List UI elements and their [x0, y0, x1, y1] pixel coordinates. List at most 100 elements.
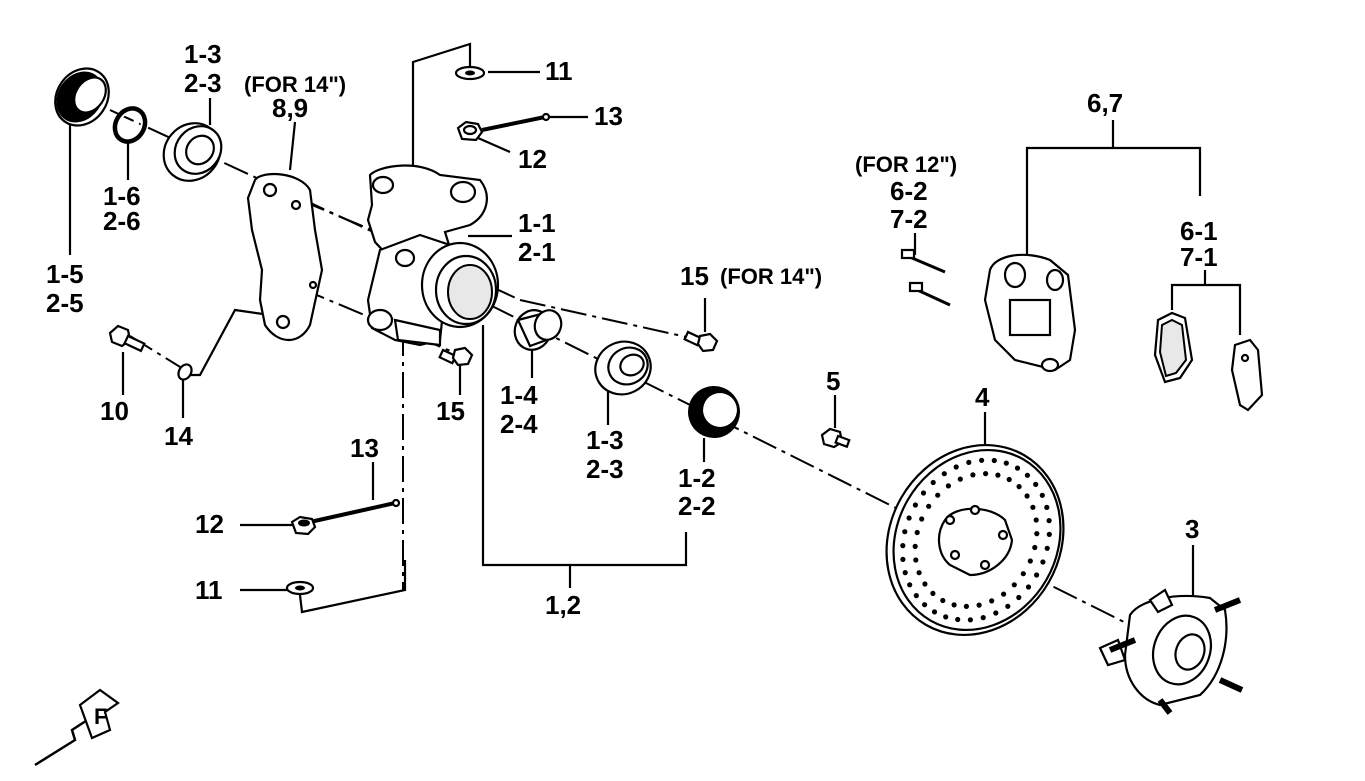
disc-vent-hole	[1020, 571, 1026, 577]
disc-vent-hole	[1027, 558, 1033, 564]
label-7-2: 7-2	[890, 204, 928, 234]
disc-vent-hole	[940, 597, 946, 604]
label-1-2-group: 1,2	[545, 590, 581, 620]
disc-vent-hole	[1032, 544, 1038, 551]
disc-vent-hole	[1006, 476, 1012, 483]
label-11-bottom: 11	[195, 575, 223, 605]
nut-bottom	[290, 515, 317, 536]
label-for-14-top: (FOR 14")	[244, 72, 346, 97]
disc-vent-hole	[943, 614, 949, 620]
disc-vent-hole	[976, 602, 982, 608]
label-14: 14	[164, 421, 193, 451]
label-6-1: 6-1	[1180, 216, 1218, 246]
disc-vent-hole	[1044, 504, 1050, 510]
disc-vent-hole	[1040, 559, 1046, 565]
disc-vent-hole	[930, 590, 936, 597]
disc-vent-hole	[979, 457, 985, 463]
disc-vent-hole	[920, 490, 927, 496]
bolt-upper	[683, 330, 719, 353]
label-for-14-right: (FOR 14")	[720, 264, 822, 289]
disc-vent-hole	[1046, 518, 1052, 524]
disc-vent-hole	[989, 598, 995, 604]
wheel-hub	[1098, 588, 1244, 715]
disc-vent-hole	[913, 593, 919, 599]
brake-disc	[885, 443, 1065, 637]
snap-ring	[112, 106, 148, 144]
disc-vent-hole	[1030, 504, 1036, 510]
disc-vent-hole	[966, 459, 972, 465]
spacer	[513, 309, 563, 351]
label-6-2: 6-2	[890, 176, 928, 206]
brake-pads	[1153, 311, 1264, 412]
disc-vent-hole	[1044, 545, 1050, 551]
disc-vent-hole	[900, 556, 906, 563]
cotter-pin-bottom	[309, 498, 401, 524]
disc-vent-hole	[1033, 517, 1039, 523]
label-15-top: 15	[680, 261, 709, 291]
label-2-6: 2-6	[103, 206, 141, 236]
disc-vent-hole	[913, 557, 919, 563]
disc-vent-hole	[1014, 465, 1021, 471]
disc-vent-hole	[1025, 584, 1032, 590]
knuckle	[366, 164, 500, 347]
disc-vent-hole	[995, 472, 1001, 478]
washer-bottom	[285, 580, 315, 596]
label-7-1: 7-1	[1180, 242, 1218, 272]
nut-top	[456, 120, 484, 142]
label-for-12: (FOR 12")	[855, 152, 957, 177]
disc-vent-hole	[922, 581, 928, 587]
disc-vent-hole	[951, 602, 957, 608]
label-2-3-lower: 2-3	[586, 454, 624, 484]
disc-vent-hole	[922, 602, 928, 608]
disc-vent-hole	[926, 503, 932, 509]
disc-vent-hole	[941, 471, 947, 477]
caliper-bracket	[246, 173, 324, 341]
disc-vent-hole	[1024, 472, 1030, 478]
disc-vent-hole	[902, 570, 908, 576]
oil-seal-inner	[688, 386, 740, 438]
bearing-outer	[162, 122, 223, 182]
disc-vent-hole	[980, 615, 986, 621]
disc-vent-hole	[1033, 481, 1039, 487]
label-12-bottom: 12	[195, 509, 224, 539]
disc-vent-hole	[1039, 492, 1045, 498]
disc-vent-hole	[1001, 591, 1007, 597]
disc-vent-hole	[970, 472, 976, 478]
front-mark-label: F	[94, 704, 107, 729]
disc-vent-hole	[983, 471, 989, 477]
disc-vent-hole	[912, 502, 919, 508]
disc-vent-hole	[991, 457, 997, 464]
disc-vent-hole	[945, 483, 952, 489]
label-2-2: 2-2	[678, 491, 716, 521]
label-8-9: 8,9	[272, 93, 308, 123]
disc-vent-hole	[907, 582, 913, 588]
label-1-3-top: 1-3	[184, 39, 222, 69]
disc-vent-hole	[1016, 594, 1022, 601]
label-11-top: 11	[545, 56, 573, 86]
brake-caliper	[983, 253, 1077, 373]
disc-vent-hole	[1011, 582, 1017, 588]
disc-vent-hole	[906, 515, 912, 521]
disc-vent-hole	[930, 479, 936, 486]
label-1-4: 1-4	[500, 380, 538, 410]
disc-vent-hole	[1034, 572, 1040, 578]
label-5: 5	[826, 366, 840, 396]
label-2-5: 2-5	[46, 288, 84, 318]
leader-lines	[68, 42, 1242, 614]
disc-vent-hole	[955, 616, 961, 623]
washer-top	[454, 65, 486, 81]
label-3: 3	[1185, 514, 1199, 544]
disc-vent-hole	[1003, 460, 1009, 466]
disc-vent-hole	[900, 543, 906, 549]
disc-vent-hole	[1034, 531, 1040, 537]
label-1-2: 1-2	[678, 463, 716, 493]
label-1-1: 1-1	[518, 208, 556, 238]
disc-vent-hole	[1005, 603, 1011, 609]
label-10: 10	[100, 396, 129, 426]
disc-bolt	[820, 427, 851, 449]
label-12-top: 12	[518, 144, 547, 174]
disc-vent-hole	[919, 516, 925, 522]
label-13-bottom: 13	[350, 433, 379, 463]
oil-seal-outer	[54, 67, 110, 127]
